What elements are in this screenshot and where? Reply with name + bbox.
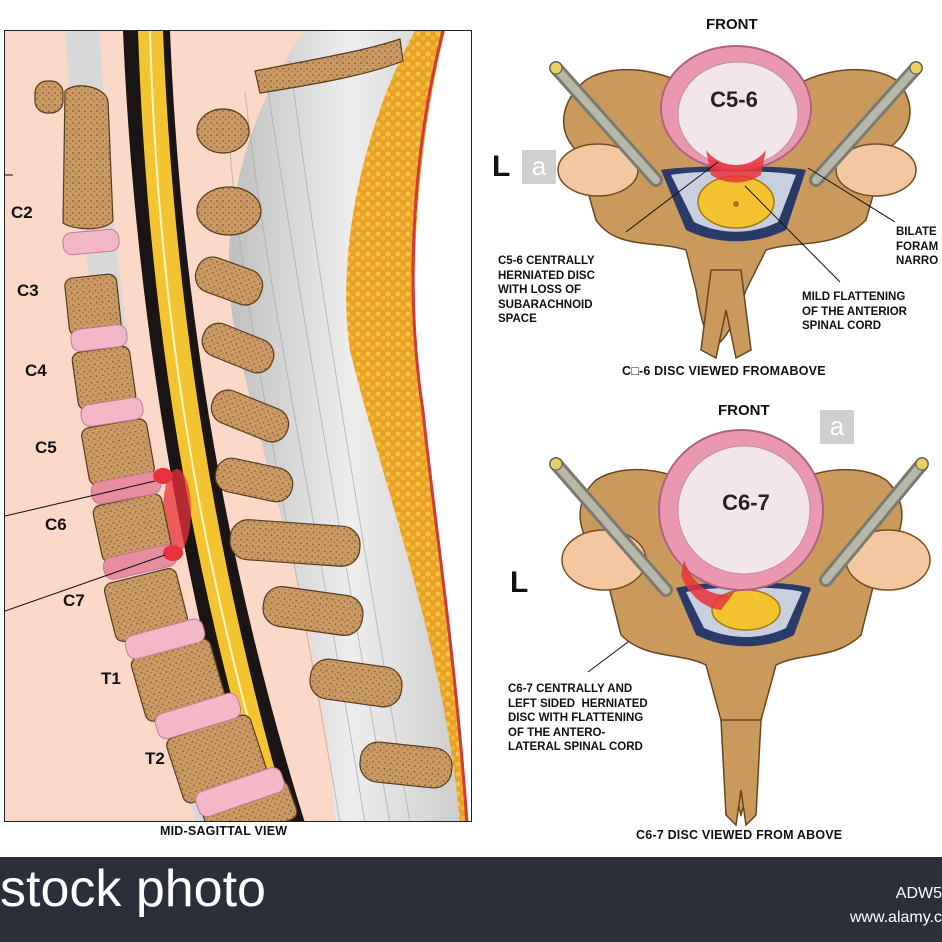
brand-text: stock photo — [0, 860, 266, 918]
vertebra-label-c4: C4 — [25, 361, 47, 380]
top-note-herniated-disc: C5-6 CENTRALLY HERNIATED DISC WITH LOSS … — [498, 255, 595, 325]
sagittal-caption: MID-SAGITTAL VIEW — [160, 824, 288, 838]
watermark-badge: a — [522, 150, 556, 184]
vertebra-label-t2: T2 — [145, 749, 165, 768]
spinous-processes — [194, 38, 453, 789]
top-disc-label: C5-6 — [710, 87, 758, 112]
vertebra-label-c3: C3 — [17, 281, 39, 300]
top-left-side-marker: L — [492, 150, 511, 183]
vertebral-bodies — [34, 80, 298, 821]
bottom-note-herniated-disc: C6-7 CENTRALLY AND LEFT SIDED HERNIATED … — [508, 683, 648, 753]
intervertebral-discs — [62, 228, 285, 818]
vertebra-label-c6: C6 — [45, 515, 67, 534]
top-caption: C□-6 DISC VIEWED FROMABOVE — [622, 364, 826, 378]
top-front-label: FRONT — [706, 16, 758, 33]
bottom-disc-label: C6-7 — [722, 490, 770, 515]
vertebra-label-c2: C2 — [11, 203, 33, 222]
sagittal-illustration — [5, 31, 471, 821]
vertebra-label-t1: T1 — [101, 669, 121, 688]
image-id: ADW5 — [895, 885, 942, 902]
vertebra-label-c7: C7 — [63, 591, 85, 610]
vertebra-label-c5: C5 — [35, 438, 57, 457]
sagittal-view-panel: C2 C3 C4 C5 C6 C7 T1 T2 — [4, 30, 472, 822]
bottom-axial-vertebra-illustration — [549, 429, 931, 827]
stock-footer-bar: stock photo ADW5 www.alamy.c — [0, 857, 942, 942]
site-url[interactable]: www.alamy.c — [849, 909, 942, 926]
bottom-left-side-marker: L — [510, 566, 529, 599]
bottom-caption: C6-7 DISC VIEWED FROM ABOVE — [636, 828, 843, 842]
bottom-front-label: FRONT — [718, 402, 770, 419]
top-note-cord-flattening: MILD FLATTENING OF THE ANTERIOR SPINAL C… — [802, 291, 907, 332]
top-note-foraminal-narrowing: BILATE FORAM NARRO — [896, 226, 939, 267]
top-axial-vertebra-illustration — [549, 45, 923, 360]
watermark-badge: a — [820, 410, 854, 444]
